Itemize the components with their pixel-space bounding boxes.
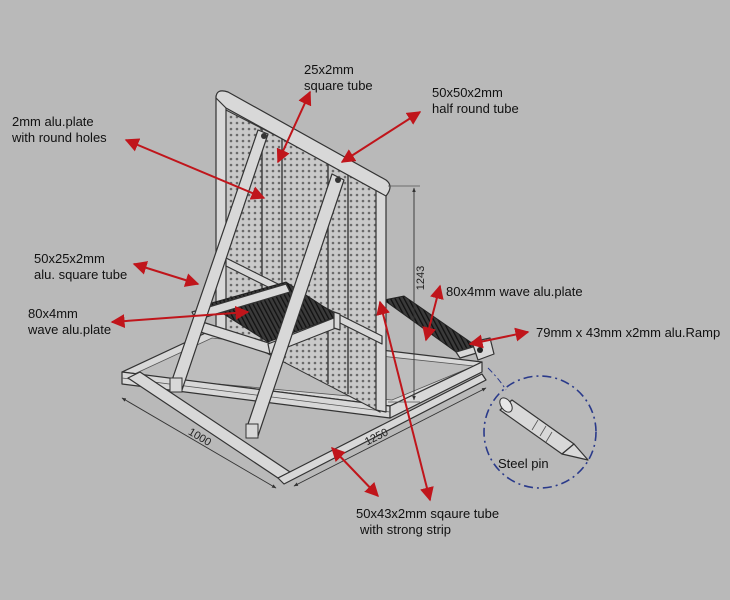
steel-pin-icon <box>499 397 589 461</box>
front-wave-plate <box>382 295 481 359</box>
label-alu-plate-line1: 2mm alu.plate <box>12 114 94 129</box>
label-wave-plate-left-line2: wave alu.plate <box>27 322 111 337</box>
label-alu-plate-line2: with round holes <box>11 130 107 145</box>
label-half-round-tube-line1: 50x50x2mm <box>432 85 503 100</box>
dim-width: 1250 <box>363 426 390 448</box>
label-alu-square-tube-line1: 50x25x2mm <box>34 251 105 266</box>
label-steel-pin: Steel pin <box>498 456 549 471</box>
label-alu-square-tube-line2: alu. square tube <box>34 267 127 282</box>
label-base-tube-line1: 50x43x2mm sqaure tube <box>356 506 499 521</box>
callout-arrows <box>110 90 530 502</box>
label-square-tube-25-line1: 25x2mm <box>304 62 354 77</box>
label-wave-plate-left-line1: 80x4mm <box>28 306 78 321</box>
label-half-round-tube-line2: half round tube <box>432 101 519 116</box>
label-ramp: 79mm x 43mm x2mm alu.Ramp <box>536 325 720 340</box>
label-square-tube-25-line2: square tube <box>304 78 373 93</box>
label-base-tube-line2: with strong strip <box>359 522 451 537</box>
dim-height: 1243 <box>415 266 427 290</box>
label-wave-plate-right: 80x4mm wave alu.plate <box>446 284 583 299</box>
